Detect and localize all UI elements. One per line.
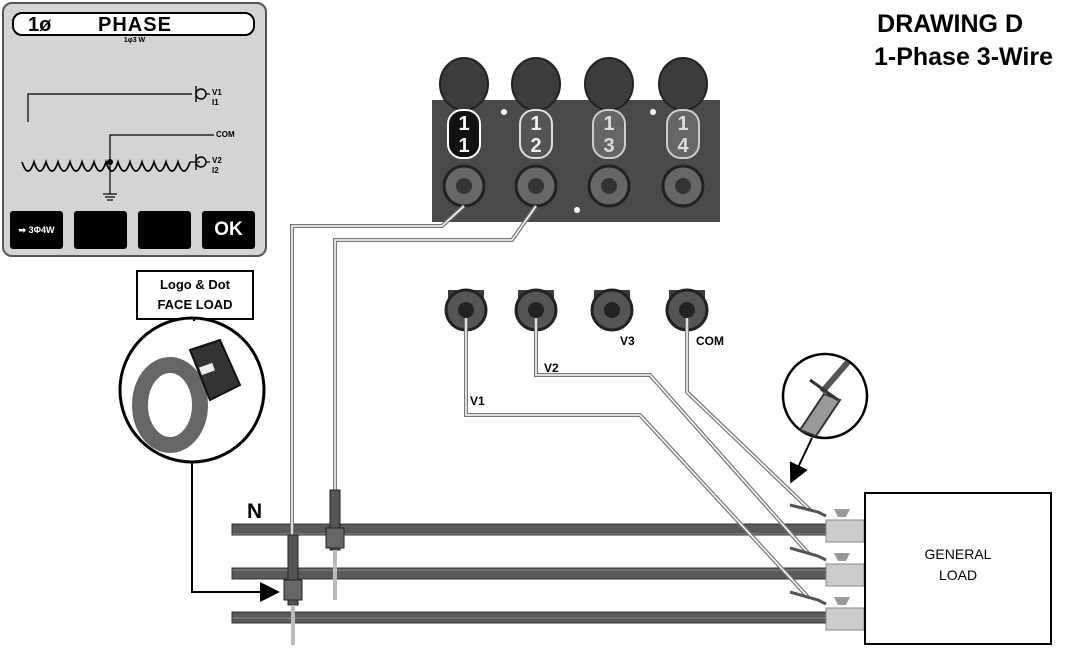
- alligator-clip-icon: [798, 392, 842, 438]
- note-line1: Logo & Dot: [159, 277, 231, 292]
- clip-tip-v2: [789, 546, 827, 562]
- drawing-title-line2: 1-Phase 3-Wire: [873, 43, 1053, 71]
- current-jack-3: [584, 57, 634, 208]
- voltage-jack-com: [665, 288, 709, 332]
- current-jack-2: [511, 57, 561, 208]
- current-jack-3-label-bottom: 3: [603, 135, 614, 157]
- current-clamp-1: [283, 534, 303, 645]
- current-jack-4-label-top: 1: [677, 113, 688, 135]
- bus-bar-line-2: [231, 567, 833, 580]
- mode-label: PHASE: [98, 14, 172, 36]
- label-v1: V1: [212, 88, 222, 97]
- voltage-label-v2: V2: [544, 361, 559, 375]
- current-jack-4: [658, 57, 708, 208]
- bus-bar-line-1: [231, 611, 833, 624]
- neutral-label: N: [247, 500, 263, 523]
- voltage-jack-v1: [444, 288, 488, 332]
- wire-current-1: [290, 204, 466, 560]
- voltage-jack-v3: [590, 288, 634, 332]
- current-probe-wires: [290, 204, 538, 560]
- label-com: COM: [216, 130, 235, 139]
- probe-symbol-v1-icon: [195, 86, 210, 102]
- load-line1: GENERAL: [924, 546, 992, 562]
- voltage-label-v3: V3: [620, 334, 635, 348]
- current-jack-2-label-top: 1: [530, 113, 541, 135]
- load-line2: LOAD: [938, 567, 978, 583]
- softkey-next-mode[interactable]: ➡ 3Φ4W: [10, 211, 63, 249]
- load-terminal-2: [825, 553, 865, 587]
- drawing-title-line1: DRAWING D: [877, 10, 1023, 38]
- voltage-label-com: COM: [696, 334, 724, 348]
- meter-schematic: [21, 86, 214, 201]
- drawing-title: DRAWING D 1-Phase 3-Wire: [753, 8, 1053, 74]
- wire-current-2: [333, 204, 538, 512]
- current-clamp-2: [325, 489, 345, 600]
- clamp-handle-icon: [188, 338, 242, 402]
- schematic-coils: [21, 159, 191, 172]
- current-jack-4-label-bottom: 4: [677, 135, 689, 157]
- schematic-wire-com: [109, 134, 214, 162]
- voltage-jack-v2: [514, 288, 558, 332]
- load-terminal-1: [825, 509, 865, 543]
- phase-symbol: 1ø: [28, 14, 52, 36]
- softkey-ok[interactable]: OK: [202, 211, 255, 249]
- clip-tip-com: [789, 503, 827, 518]
- voltage-label-v1: V1: [470, 394, 485, 408]
- meter-display: 1ø PHASE 1φ3 W V1 I1 COM V2 I2 ➡: [2, 2, 267, 257]
- clamp-magnifier: [118, 316, 266, 464]
- load-terminal-3: [825, 597, 865, 631]
- softkey-2[interactable]: [74, 211, 127, 249]
- current-jack-1-label-bottom: 1: [458, 135, 469, 157]
- clip-pointer-arrow: [789, 437, 813, 484]
- label-i2: I2: [212, 166, 219, 175]
- current-jack-2-label-bottom: 2: [530, 135, 541, 157]
- label-i1: I1: [212, 98, 219, 107]
- clamp-ring-icon: [132, 357, 208, 453]
- softkey-3[interactable]: [138, 211, 191, 249]
- probe-symbol-v2-icon: [195, 154, 210, 170]
- general-load-box: GENERAL LOAD: [864, 492, 1052, 645]
- wire-v2: [534, 318, 810, 555]
- schematic-wire-v1: [27, 93, 192, 122]
- softkey-row: ➡ 3Φ4W OK: [10, 211, 260, 251]
- current-jack-1: [439, 57, 489, 208]
- voltage-wires: [464, 318, 812, 599]
- meter-subtitle: 1φ3 W: [123, 37, 146, 44]
- label-v2: V2: [212, 156, 222, 165]
- meter-header: 1ø PHASE: [12, 12, 255, 36]
- clip-magnifier: [781, 352, 869, 440]
- current-jack-1-label-top: 1: [458, 113, 469, 135]
- clip-tip-v1: [789, 590, 827, 606]
- note-line2: FACE LOAD: [157, 297, 233, 312]
- clamp-pointer-arrow: [191, 462, 280, 602]
- current-jack-3-label-top: 1: [603, 113, 614, 135]
